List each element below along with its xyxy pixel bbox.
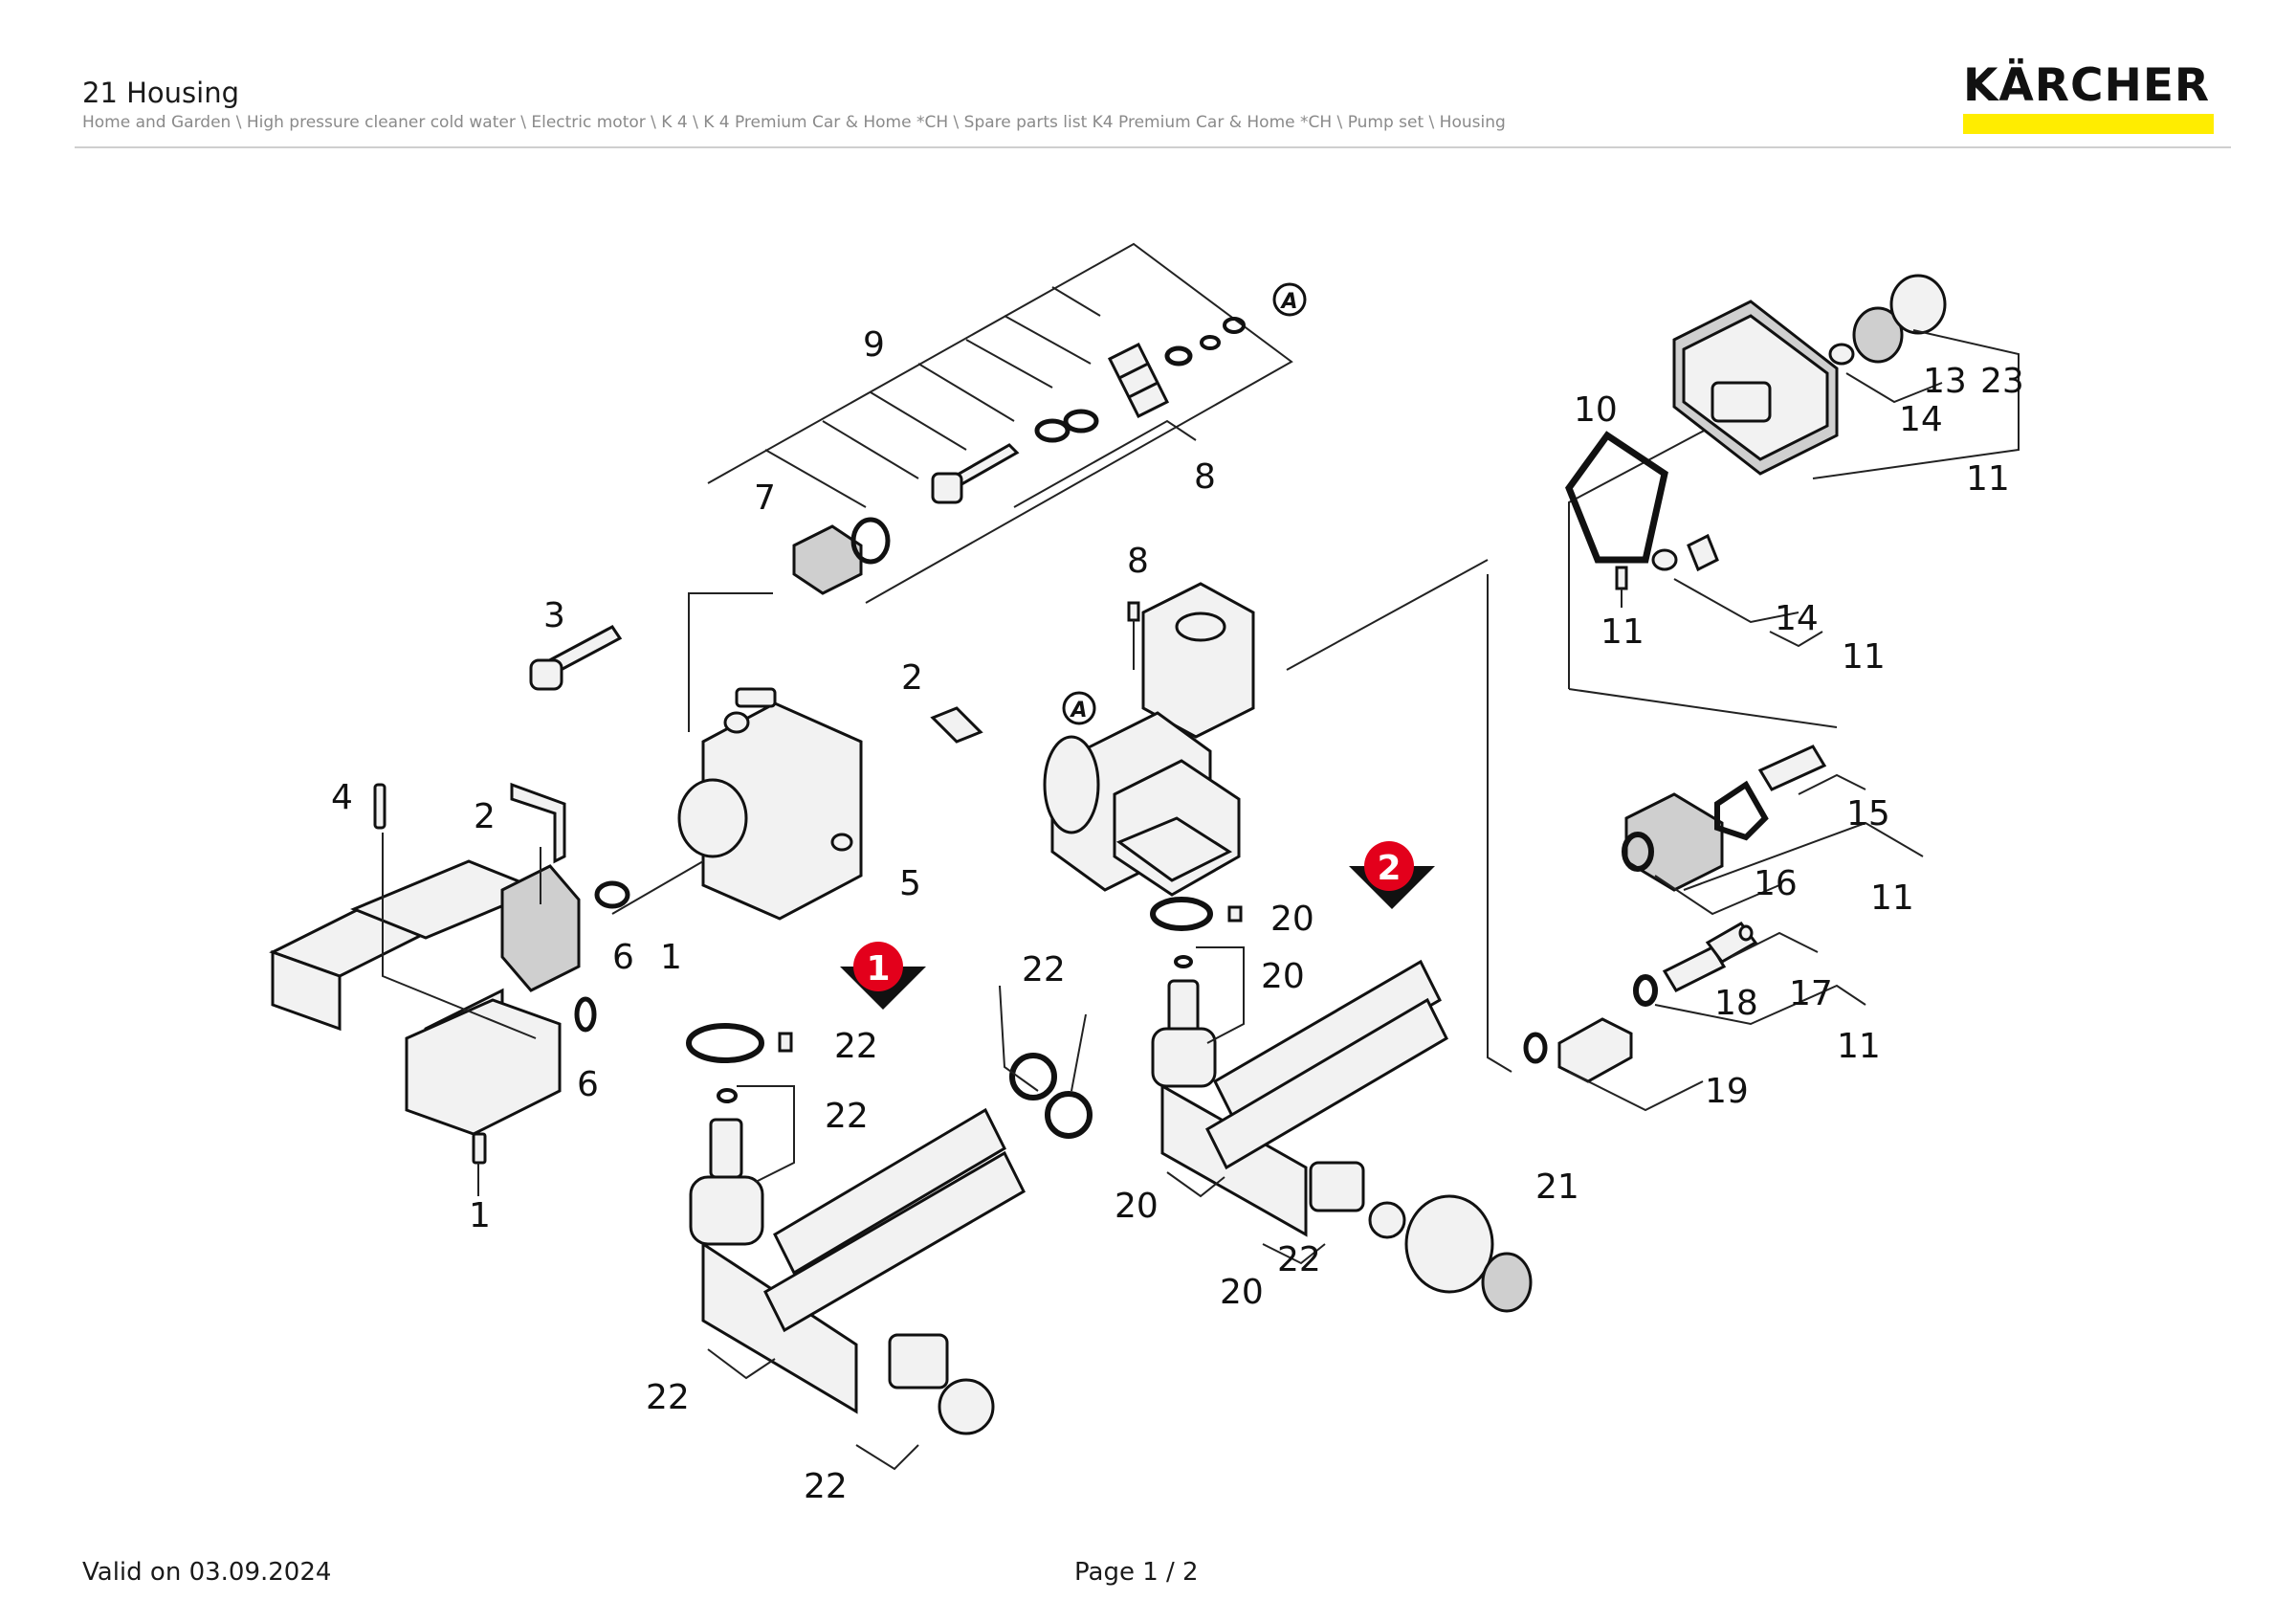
callout-22-stem: 22	[825, 1097, 869, 1136]
marker-a-top: A	[1272, 282, 1307, 317]
callout-20-left: 20	[1115, 1187, 1159, 1226]
callout-14-lower: 14	[1775, 599, 1819, 638]
marker-a-center: A	[1062, 691, 1096, 725]
callout-19: 19	[1705, 1072, 1749, 1111]
callout-6-lower: 6	[577, 1065, 599, 1104]
callout-14-upper: 14	[1899, 400, 1943, 439]
callout-17: 17	[1789, 974, 1833, 1013]
callout-16: 16	[1754, 864, 1798, 903]
callout-1-lower: 1	[469, 1196, 491, 1235]
callout-11-upper: 11	[1966, 459, 2010, 499]
callout-20-bottom: 20	[1220, 1273, 1264, 1312]
callout-9: 9	[863, 325, 885, 365]
callout-1-upper: 1	[660, 938, 682, 977]
breadcrumb: Home and Garden \ High pressure cleaner …	[82, 113, 1506, 132]
valve-group-15-16	[1622, 745, 1924, 916]
callout-11-lower: 11	[1837, 1027, 1881, 1066]
callout-22-ring: 22	[834, 1027, 878, 1066]
bolt-3	[529, 625, 623, 691]
callout-22-bottom: 22	[804, 1467, 848, 1506]
badge-2-label: 2	[1377, 849, 1401, 888]
mount-assembly-1	[269, 782, 630, 1196]
exploded-parts-diagram: A A 1 2 9 8 7 8 3 2 4 2 5 6 1 6 1 10 13 …	[269, 242, 2024, 1506]
badge-1-label: 1	[866, 949, 890, 989]
callout-2-center: 2	[901, 658, 923, 698]
callout-4: 4	[331, 778, 353, 817]
callout-8-top: 8	[1194, 457, 1216, 497]
pipe-assembly-1	[686, 985, 1093, 1471]
callout-20-top: 20	[1270, 900, 1314, 939]
callout-23: 23	[1980, 362, 2024, 401]
marker-a-top-label: A	[1279, 290, 1297, 314]
callout-11-middle: 11	[1870, 878, 1914, 918]
callout-22-top: 22	[1022, 950, 1066, 989]
callout-13: 13	[1923, 362, 1967, 401]
marker-a-center-label: A	[1069, 699, 1087, 723]
brand-logo: KÄRCHER	[1963, 63, 2214, 134]
brand-logo-bar	[1963, 114, 2214, 134]
callout-5: 5	[899, 864, 921, 903]
pump-head-center	[930, 559, 1489, 897]
callout-21: 21	[1535, 1167, 1579, 1207]
callout-11-ring: 11	[1601, 612, 1645, 652]
footer-page-number: Page 1 / 2	[1074, 1558, 1199, 1587]
page-title: 21 Housing	[82, 77, 240, 109]
callout-20-mid: 20	[1261, 957, 1305, 996]
badge-assembly-1: 1	[840, 942, 926, 1010]
callout-2-left: 2	[474, 797, 496, 836]
callout-6-upper: 6	[612, 938, 634, 977]
callout-7: 7	[754, 478, 776, 518]
valve-group-17-19	[1487, 574, 1866, 1112]
callout-10: 10	[1574, 390, 1618, 430]
callout-11-mid: 11	[1842, 637, 1886, 677]
header-rule	[75, 146, 2231, 148]
footer-valid-date: Valid on 03.09.2024	[82, 1558, 332, 1587]
valve-assembly-9	[707, 242, 1293, 604]
housing-5	[611, 592, 863, 921]
callout-18: 18	[1714, 984, 1758, 1023]
callout-15: 15	[1846, 794, 1890, 834]
callout-22-right: 22	[1277, 1240, 1321, 1279]
callout-8-center: 8	[1127, 542, 1149, 581]
callout-3: 3	[543, 596, 565, 635]
pipe-assembly-2	[1150, 897, 1533, 1313]
brand-logo-text: KÄRCHER	[1963, 59, 2211, 112]
badge-assembly-2: 2	[1349, 841, 1435, 909]
right-housing-11	[1565, 274, 2020, 728]
callout-22-left: 22	[646, 1378, 690, 1417]
